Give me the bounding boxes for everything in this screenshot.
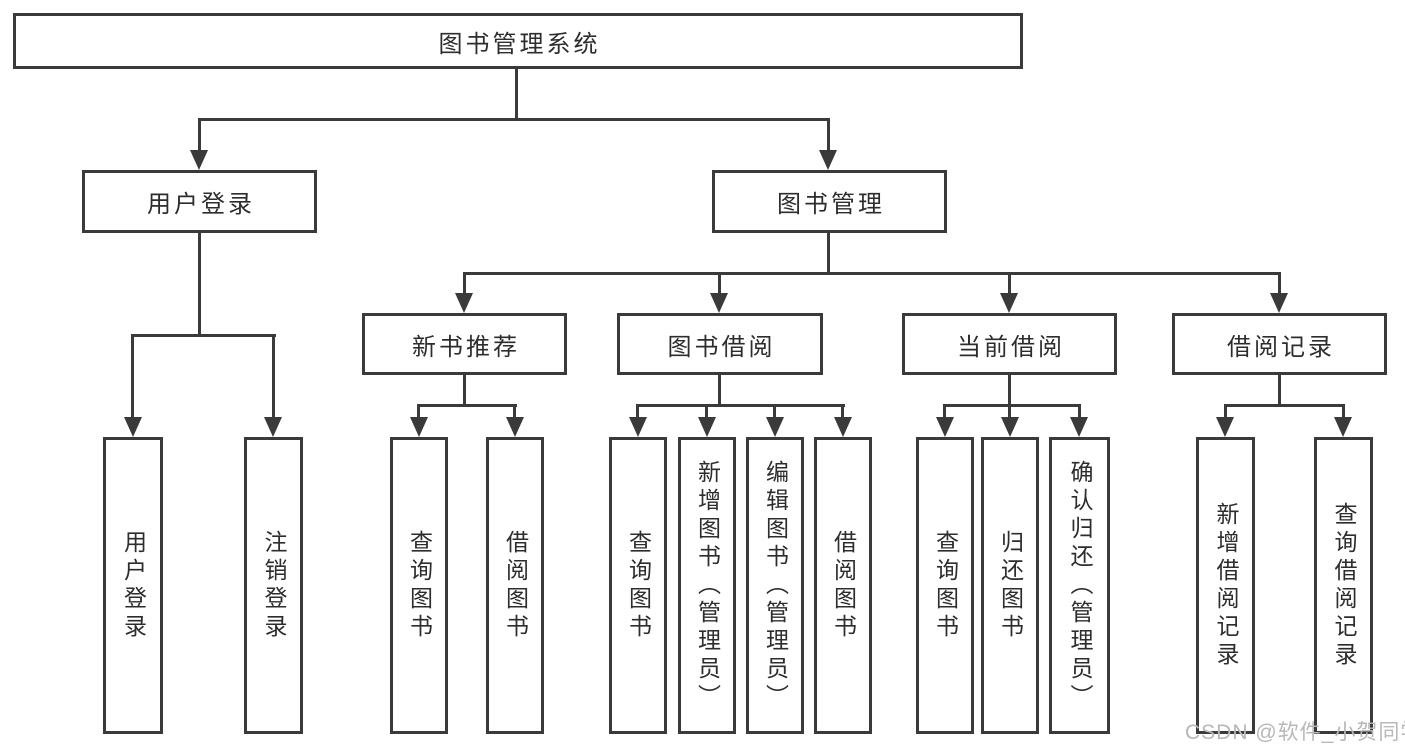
arrowhead-down <box>936 417 954 437</box>
node-new-book-recommend: 新书推荐 <box>362 313 567 375</box>
node-user-login-label: 用户登录 <box>147 191 255 218</box>
arrowhead-down <box>629 417 647 437</box>
connector-line <box>515 68 518 119</box>
arrowhead-down <box>1334 417 1352 437</box>
connector-line <box>636 404 845 407</box>
leaf-label: 用户登录 <box>120 529 147 642</box>
leaf-user-login: 用户登录 <box>103 437 163 734</box>
leaf-query-books-current: 查询图书 <box>916 437 974 734</box>
leaf-label: 编辑图书（管理员） <box>762 459 789 712</box>
arrowhead-down <box>1000 293 1018 313</box>
leaf-label: 查询图书 <box>625 529 652 642</box>
connector-line <box>827 120 830 154</box>
node-user-login: 用户登录 <box>82 170 317 233</box>
connector-line <box>773 406 776 420</box>
connector-line <box>1224 406 1227 420</box>
arrowhead-down <box>124 417 142 437</box>
node-new-book-recommend-label: 新书推荐 <box>412 333 520 361</box>
connector-line <box>827 233 830 275</box>
leaf-edit-book-admin: 编辑图书（管理员） <box>746 437 804 734</box>
leaf-label: 确认归还（管理员） <box>1067 459 1093 712</box>
leaf-label: 归还图书 <box>997 529 1024 642</box>
connector-line <box>272 336 275 420</box>
arrowhead-down <box>819 150 837 170</box>
connector-line <box>718 274 721 296</box>
arrowhead-down <box>766 417 784 437</box>
connector-line <box>1008 406 1011 420</box>
leaf-borrow-books-recommend: 借阅图书 <box>486 437 544 734</box>
arrowhead-down <box>698 417 716 437</box>
leaf-add-borrow-record: 新增借阅记录 <box>1196 437 1255 734</box>
node-borrow-records-label: 借阅记录 <box>1227 333 1335 361</box>
node-root-label: 图书管理系统 <box>438 30 601 58</box>
connector-line <box>198 118 830 121</box>
connector-line <box>1278 375 1281 407</box>
connector-line <box>943 404 1081 407</box>
node-book-borrow: 图书借阅 <box>617 313 823 375</box>
csdn-watermark: CSDN @软件_小贺同学 <box>1185 721 1405 744</box>
leaf-label: 新增借阅记录 <box>1213 501 1239 670</box>
leaf-label: 注销登录 <box>261 529 287 642</box>
leaf-logout: 注销登录 <box>244 437 303 734</box>
arrowhead-down <box>190 150 208 170</box>
arrowhead-down <box>834 417 852 437</box>
node-current-borrow: 当前借阅 <box>902 313 1117 375</box>
arrowhead-down <box>1270 293 1288 313</box>
leaf-label: 借阅图书 <box>830 529 857 642</box>
leaf-borrow-books-borrow: 借阅图书 <box>814 437 872 734</box>
arrowhead-down <box>1216 417 1234 437</box>
connector-line <box>198 233 201 337</box>
leaf-query-books-recommend: 查询图书 <box>390 437 448 734</box>
connector-line <box>705 406 708 420</box>
leaf-add-book-admin: 新增图书（管理员） <box>678 437 736 734</box>
connector-line <box>1078 406 1081 420</box>
connector-line <box>1224 404 1345 407</box>
leaf-label: 新增图书（管理员） <box>694 459 721 712</box>
arrowhead-down <box>264 417 282 437</box>
connector-line <box>131 336 134 420</box>
leaf-label: 查询图书 <box>932 529 959 642</box>
connector-line <box>636 406 639 420</box>
arrowhead-down <box>455 293 473 313</box>
node-root: 图书管理系统 <box>13 13 1023 69</box>
connector-line <box>131 334 276 337</box>
connector-line <box>841 406 844 420</box>
connector-line <box>1008 375 1011 407</box>
leaf-label: 借阅图书 <box>502 529 529 642</box>
connector-line <box>417 404 517 407</box>
arrowhead-down <box>410 417 428 437</box>
leaf-query-books-borrow: 查询图书 <box>609 437 667 734</box>
connector-line <box>463 272 1281 275</box>
connector-line <box>1008 274 1011 296</box>
connector-line <box>417 406 420 420</box>
node-borrow-records: 借阅记录 <box>1172 313 1387 375</box>
connector-line <box>198 120 201 154</box>
connector-line <box>513 406 516 420</box>
connector-line <box>718 375 721 407</box>
leaf-confirm-return-admin: 确认归还（管理员） <box>1049 437 1110 734</box>
node-current-borrow-label: 当前借阅 <box>957 333 1065 361</box>
leaf-label: 查询图书 <box>406 529 433 642</box>
leaf-query-borrow-record: 查询借阅记录 <box>1314 437 1373 734</box>
connector-line <box>943 406 946 420</box>
node-book-borrow-label: 图书借阅 <box>667 333 776 361</box>
arrowhead-down <box>506 417 524 437</box>
node-book-management-label: 图书管理 <box>777 191 885 218</box>
leaf-label: 查询借阅记录 <box>1331 501 1357 670</box>
arrowhead-down <box>1001 417 1019 437</box>
arrowhead-down <box>1070 417 1088 437</box>
arrowhead-down <box>710 293 728 313</box>
connector-line <box>463 274 466 296</box>
connector-line <box>463 375 466 407</box>
connector-line <box>1278 274 1281 296</box>
leaf-return-books: 归还图书 <box>981 437 1039 734</box>
connector-line <box>1342 406 1345 420</box>
node-book-management: 图书管理 <box>712 170 947 233</box>
